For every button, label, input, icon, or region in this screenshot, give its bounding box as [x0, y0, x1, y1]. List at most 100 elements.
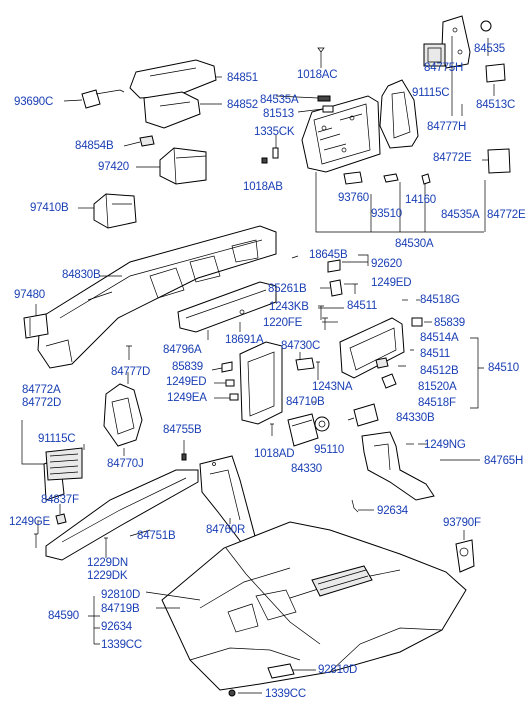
screw-84777d: [126, 345, 132, 360]
label-84514a: 84514A: [420, 332, 459, 344]
clip-81513: [322, 105, 334, 113]
control-box-97420: [159, 147, 207, 185]
label-92810d-bottom: 92810D: [318, 664, 358, 676]
label-84830b: 84830B: [62, 269, 101, 281]
sill-trim-84751b: [45, 469, 199, 561]
control-box-97410b: [93, 193, 137, 229]
bracket-84730c: [295, 357, 315, 371]
label-84330: 84330: [291, 463, 322, 475]
label-84518f: 84518F: [418, 397, 456, 409]
clip-84837f: [55, 513, 67, 525]
bolt-1249ed-mid: [225, 379, 235, 387]
label-84755b: 84755B: [163, 424, 202, 436]
label-1229dn: 1229DN: [87, 557, 128, 569]
switch-93510: [383, 173, 399, 183]
label-84518g: 84518G: [420, 294, 460, 306]
sensor-93790f: [455, 539, 475, 573]
label-81520a: 81520A: [418, 381, 457, 393]
label-93690c: 93690C: [14, 96, 54, 108]
label-93790f: 93790F: [443, 517, 481, 529]
label-18645b: 18645B: [309, 249, 348, 261]
label-91115c-top: 91115C: [412, 87, 450, 99]
label-85839-left: 85839: [172, 361, 203, 373]
clip-1339cc: [228, 689, 236, 697]
label-92634-bottom: 92634: [101, 621, 132, 633]
center-trim-84710b: [239, 341, 283, 425]
bolt-1249ea: [229, 393, 239, 401]
label-84772e-bottom: 84772E: [487, 209, 526, 221]
label-93760: 93760: [338, 192, 369, 204]
label-92810d-top: 92810D: [101, 589, 141, 601]
label-1243kb: 1243KB: [269, 301, 309, 313]
switch-93760: [343, 171, 363, 185]
label-1249ed-top: 1249ED: [371, 277, 412, 289]
label-84765h: 84765H: [484, 455, 524, 467]
clip-92810d: [267, 663, 295, 679]
label-84530a: 84530A: [395, 238, 434, 250]
screw-1018ac: [317, 47, 325, 68]
cluster-housing-84530a: [301, 95, 381, 173]
bolt-1249ed: [352, 283, 358, 294]
glove-box-84510: [339, 317, 405, 379]
label-1249ge: 1249GE: [9, 516, 50, 528]
label-84330b: 84330B: [396, 412, 435, 424]
bolt-1243na: [316, 361, 320, 372]
label-1018ac: 1018AC: [297, 69, 338, 81]
screw-1018ab: [261, 157, 268, 164]
screw-1229dn: [104, 537, 108, 552]
label-85261b: 85261B: [268, 283, 307, 295]
label-84719b: 84719B: [101, 603, 140, 615]
kick-trim-84770j: [103, 383, 143, 447]
label-18691a: 18691A: [225, 334, 264, 346]
label-84772d: 84772D: [22, 397, 62, 409]
clip-84755b: [181, 453, 187, 461]
screw-1249ge: [34, 533, 38, 548]
label-95110: 95110: [314, 444, 345, 456]
label-97480: 97480: [14, 289, 45, 301]
pad-84513c: [485, 63, 506, 83]
cup-holder-84330: [287, 413, 319, 447]
switch-93690c: [81, 89, 125, 109]
label-84730c: 84730C: [281, 340, 321, 352]
side-trim-84775h: [379, 79, 419, 149]
clip-1335ck: [272, 147, 279, 159]
label-1249ed-mid: 1249ED: [166, 376, 207, 388]
label-84851: 84851: [227, 72, 258, 84]
label-84535: 84535: [474, 43, 505, 55]
pad-84772e: [487, 148, 511, 174]
label-1243na: 1243NA: [312, 381, 353, 393]
instrument-panel-84830b: [37, 225, 277, 369]
label-84775h: 84775H: [424, 62, 464, 74]
module-97480: [23, 313, 49, 339]
floor-carpet-84590: [161, 521, 467, 691]
label-84510: 84510: [488, 362, 519, 374]
label-84837f: 84837F: [41, 494, 79, 506]
connector-95110: [314, 416, 330, 432]
label-1339cc-left: 1339CC: [101, 639, 142, 651]
label-84751b: 84751B: [137, 530, 176, 542]
lower-trim-84796a: [177, 281, 277, 333]
label-84590: 84590: [48, 610, 79, 622]
clip-85839: [411, 317, 423, 327]
label-1229dk: 1229DK: [87, 570, 128, 582]
shroud-84852: [143, 91, 201, 129]
bracket-85261b: [329, 279, 343, 297]
screw-1018ad: [270, 423, 274, 436]
label-84777h: 84777H: [427, 121, 467, 133]
side-trim-84765h: [361, 431, 435, 501]
label-84777d: 84777D: [111, 366, 151, 378]
label-84770j: 84770J: [107, 458, 144, 470]
label-97420: 97420: [98, 161, 129, 173]
leader-lines: [21, 36, 495, 694]
label-84796a: 84796A: [163, 344, 202, 356]
damper-81520a: [381, 373, 397, 389]
clip-85839-left: [221, 361, 233, 373]
label-97410b: 97410B: [30, 202, 69, 214]
label-1249ng: 1249NG: [424, 439, 466, 451]
latch-84512b: [375, 357, 389, 369]
label-84512b: 84512B: [420, 365, 459, 377]
clip-84854b: [139, 135, 155, 147]
bolt-1220fe: [322, 317, 328, 330]
